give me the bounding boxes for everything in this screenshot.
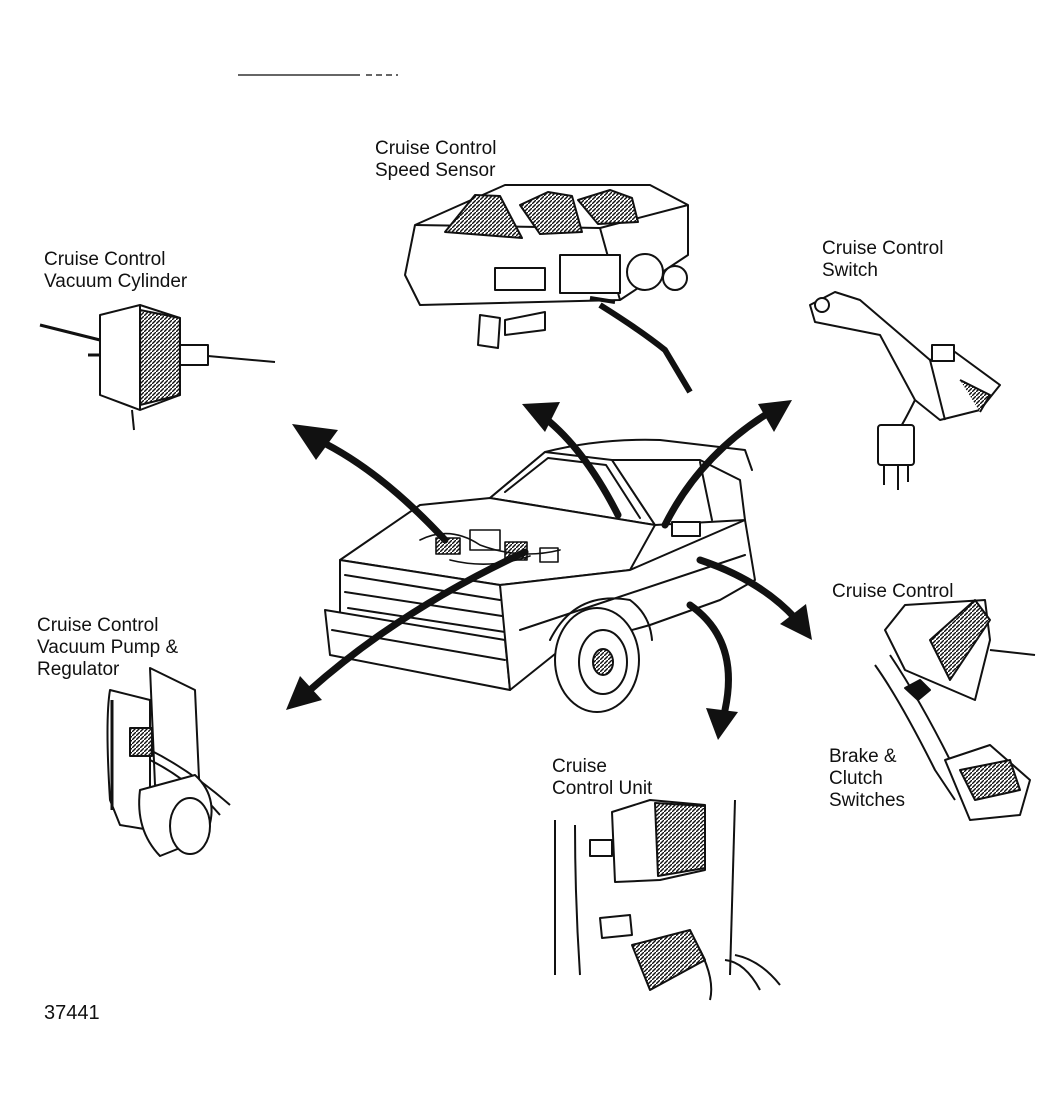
vacuum-pump-illustration (106, 667, 231, 857)
speed-sensor-label-line2: Speed Sensor (375, 160, 496, 181)
brake-clutch-label-line3: Switches (829, 790, 906, 811)
speed-sensor-label-line1: Cruise Control (375, 138, 497, 159)
vacuum-cylinder-label-line2: Vacuum Cylinder (44, 271, 188, 292)
vacuum-cylinder-label-line1: Cruise Control (44, 249, 166, 270)
brake-clutch-label-line2: Clutch (829, 768, 883, 789)
brake-clutch-label-line1: Brake & (829, 746, 897, 767)
brake-clutch-illustration (874, 599, 1036, 821)
pedal-label: Cruise Control (832, 581, 953, 603)
brake-clutch-label: Brake & Clutch Switches (829, 746, 905, 812)
switch-label-line1: Cruise Control (822, 238, 944, 259)
control-unit-label-line2: Control Unit (552, 778, 653, 799)
switch-label: Cruise Control Switch (822, 238, 943, 282)
switch-label-line2: Switch (822, 260, 878, 281)
cruise-switch-illustration (809, 291, 1001, 490)
pedal-label-line1: Cruise Control (832, 581, 954, 602)
vacuum-pump-label-line3: Regulator (37, 659, 120, 680)
vacuum-pump-label: Cruise Control Vacuum Pump & Regulator (37, 615, 178, 681)
pointer-arrows (286, 400, 812, 740)
vacuum-cylinder-illustration (39, 304, 276, 431)
speed-sensor-illustration (404, 184, 693, 394)
control-unit-label-line1: Cruise (552, 756, 607, 777)
control-unit-illustration (554, 799, 781, 1001)
control-unit-label: Cruise Control Unit (552, 756, 652, 800)
speed-sensor-label: Cruise Control Speed Sensor (375, 138, 496, 182)
figure-number: 37441 (44, 1002, 100, 1024)
vacuum-cylinder-label: Cruise Control Vacuum Cylinder (44, 249, 187, 293)
vacuum-pump-label-line1: Cruise Control (37, 615, 159, 636)
vacuum-pump-label-line2: Vacuum Pump & (37, 637, 179, 658)
